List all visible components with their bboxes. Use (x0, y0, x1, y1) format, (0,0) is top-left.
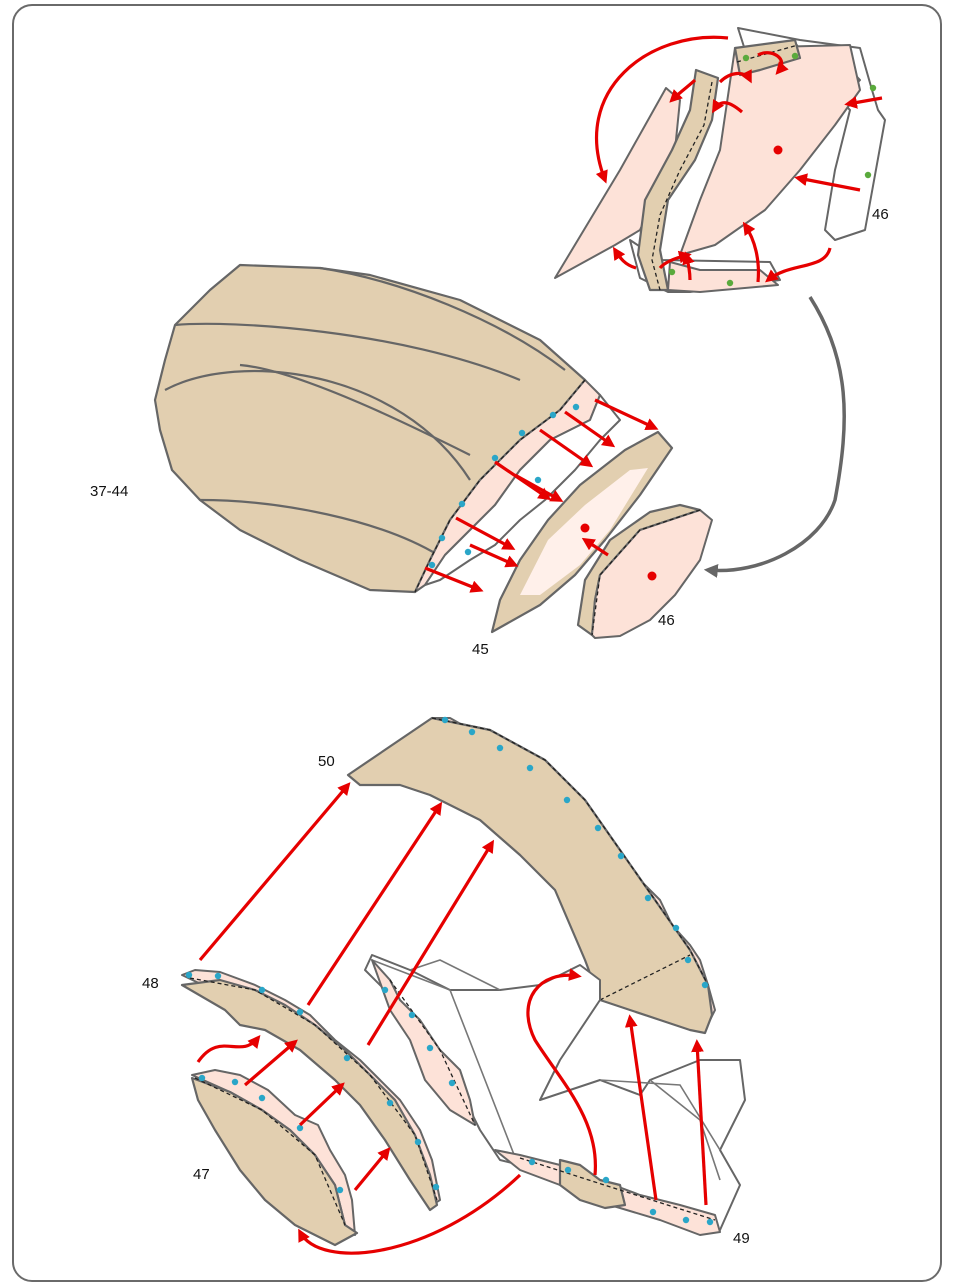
grey-transfer-arrow (708, 297, 844, 571)
part-46-exploded (555, 28, 885, 292)
label-part-46-mid: 46 (658, 612, 675, 629)
label-part-50: 50 (318, 753, 335, 770)
label-part-47: 47 (193, 1166, 210, 1183)
label-body-37-44: 37-44 (90, 483, 128, 500)
label-part-45: 45 (472, 641, 489, 658)
label-part-48: 48 (142, 975, 159, 992)
label-part-49: 49 (733, 1230, 750, 1247)
label-part-46-top: 46 (872, 206, 889, 223)
